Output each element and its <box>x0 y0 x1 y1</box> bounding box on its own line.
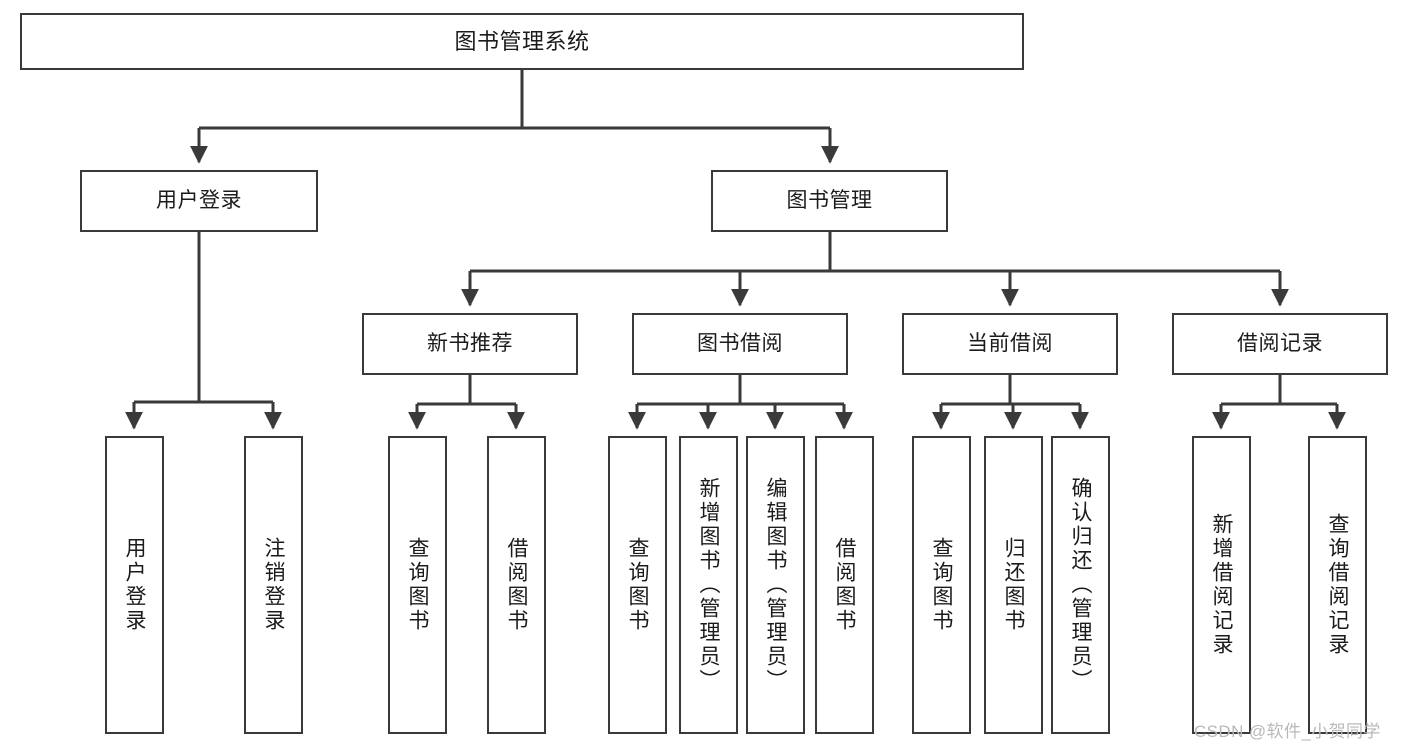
node-current-borrow-label: 当前借阅 <box>967 331 1053 355</box>
node-book-management[interactable]: 图书管理 <box>711 170 948 232</box>
leaf-return-book[interactable]: 归还图书 <box>984 436 1043 734</box>
leaf-add-borrow-record-label: 新增借阅记录 <box>1210 513 1233 657</box>
leaf-query-borrow-record[interactable]: 查询借阅记录 <box>1308 436 1367 734</box>
leaf-lend-book[interactable]: 借阅图书 <box>815 436 874 734</box>
leaf-edit-book-admin[interactable]: 编辑图书（管理员） <box>746 436 805 734</box>
leaf-query-book-recommend[interactable]: 查询图书 <box>388 436 447 734</box>
node-user-login[interactable]: 用户登录 <box>80 170 318 232</box>
leaf-lend-book-label: 借阅图书 <box>833 537 856 633</box>
node-book-management-label: 图书管理 <box>786 188 873 212</box>
node-current-borrow[interactable]: 当前借阅 <box>902 313 1118 375</box>
node-book-borrow-label: 图书借阅 <box>697 331 783 355</box>
leaf-add-borrow-record[interactable]: 新增借阅记录 <box>1192 436 1251 734</box>
node-book-borrow[interactable]: 图书借阅 <box>632 313 848 375</box>
leaf-borrow-book-recommend-label: 借阅图书 <box>505 537 528 633</box>
leaf-return-book-label: 归还图书 <box>1002 537 1025 633</box>
node-root[interactable]: 图书管理系统 <box>20 13 1024 70</box>
leaf-confirm-return-admin[interactable]: 确认归还（管理员） <box>1051 436 1110 734</box>
leaf-query-book-borrow-label: 查询图书 <box>626 537 649 633</box>
node-new-book-recommend-label: 新书推荐 <box>427 331 513 355</box>
leaf-user-login[interactable]: 用户登录 <box>105 436 164 734</box>
leaf-logout[interactable]: 注销登录 <box>244 436 303 734</box>
leaf-query-book-recommend-label: 查询图书 <box>406 537 429 633</box>
node-root-label: 图书管理系统 <box>454 28 590 54</box>
node-borrow-records[interactable]: 借阅记录 <box>1172 313 1388 375</box>
watermark: CSDN @软件_小贺同学 <box>1194 722 1381 741</box>
leaf-user-login-label: 用户登录 <box>123 537 146 633</box>
leaf-query-book-current-label: 查询图书 <box>930 537 953 633</box>
leaf-edit-book-admin-label: 编辑图书（管理员） <box>764 477 787 693</box>
leaf-query-book-borrow[interactable]: 查询图书 <box>608 436 667 734</box>
leaf-query-borrow-record-label: 查询借阅记录 <box>1326 513 1349 657</box>
node-borrow-records-label: 借阅记录 <box>1237 331 1323 355</box>
leaf-query-book-current[interactable]: 查询图书 <box>912 436 971 734</box>
node-new-book-recommend[interactable]: 新书推荐 <box>362 313 578 375</box>
leaf-add-book-admin-label: 新增图书（管理员） <box>697 477 720 693</box>
leaf-confirm-return-admin-label: 确认归还（管理员） <box>1069 477 1092 693</box>
leaf-logout-label: 注销登录 <box>262 537 285 633</box>
leaf-borrow-book-recommend[interactable]: 借阅图书 <box>487 436 546 734</box>
leaf-add-book-admin[interactable]: 新增图书（管理员） <box>679 436 738 734</box>
node-user-login-label: 用户登录 <box>156 188 242 212</box>
